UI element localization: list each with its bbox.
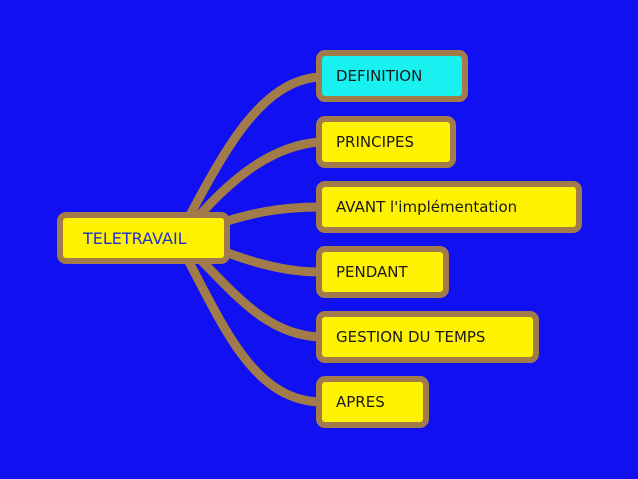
branch-node-label: APRES	[336, 393, 385, 411]
link-gestion	[193, 252, 325, 342]
branch-node-principes[interactable]: PRINCIPES	[316, 116, 456, 168]
branch-node-label: GESTION DU TEMPS	[336, 328, 486, 346]
root-node-label: TELETRAVAIL	[83, 228, 187, 248]
link-apres	[183, 255, 325, 407]
root-node-teletravail[interactable]: TELETRAVAIL	[57, 212, 230, 264]
link-pendant	[210, 243, 325, 277]
branch-node-apres[interactable]: APRES	[316, 376, 429, 428]
link-principes	[193, 137, 325, 222]
branch-node-label: AVANT l'implémentation	[336, 198, 518, 216]
branch-node-definition[interactable]: DEFINITION	[316, 50, 468, 102]
link-avant	[210, 202, 325, 230]
branch-node-pendant[interactable]: PENDANT	[316, 246, 449, 298]
link-definition	[185, 72, 325, 220]
branch-node-label: DEFINITION	[336, 67, 423, 85]
branch-node-avant[interactable]: AVANT l'implémentation	[316, 181, 582, 233]
branch-node-label: PENDANT	[336, 263, 408, 281]
branch-node-gestion-du-temps[interactable]: GESTION DU TEMPS	[316, 311, 539, 363]
branch-node-label: PRINCIPES	[336, 133, 415, 151]
